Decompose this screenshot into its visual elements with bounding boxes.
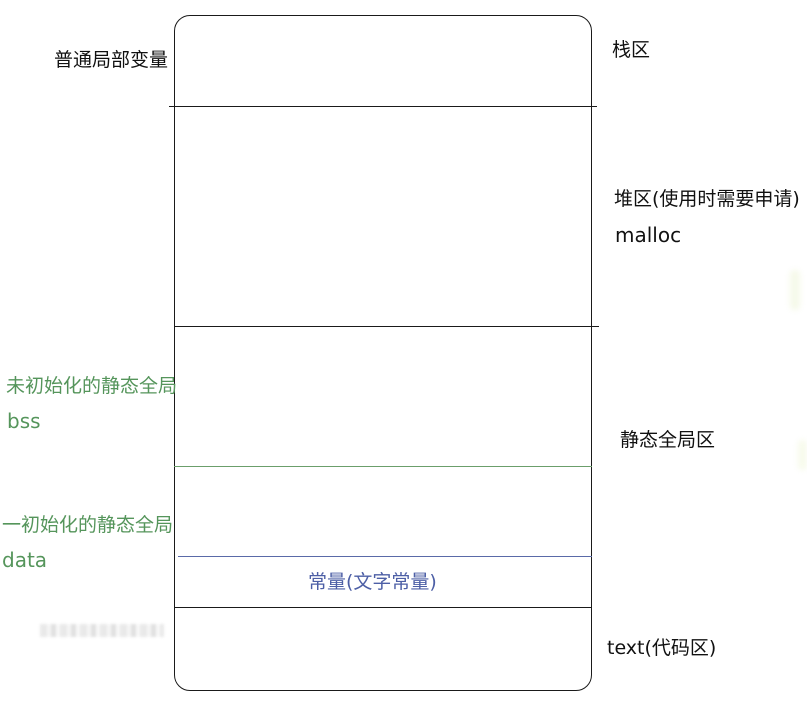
heap-static-divider bbox=[174, 326, 599, 327]
memory-block-outline bbox=[174, 15, 592, 691]
bss-left-sublabel: bss bbox=[7, 409, 41, 433]
data-constant-divider bbox=[178, 556, 592, 557]
heap-right-sublabel: malloc bbox=[615, 223, 682, 247]
edge-artifact bbox=[798, 440, 807, 470]
data-left-label: 一初始化的静态全局 bbox=[2, 514, 174, 536]
static-global-right-label: 静态全局区 bbox=[620, 429, 716, 451]
bss-left-label: 未初始化的静态全局 bbox=[6, 375, 178, 397]
stack-left-label: 普通局部变量 bbox=[54, 49, 169, 71]
bss-data-divider bbox=[174, 466, 592, 467]
data-left-sublabel: data bbox=[2, 548, 48, 572]
constant-center-label: 常量(文字常量) bbox=[308, 571, 437, 593]
constant-text-divider bbox=[174, 607, 592, 608]
blurred-artifact bbox=[40, 624, 164, 637]
edge-artifact bbox=[790, 270, 800, 310]
stack-heap-divider bbox=[169, 106, 597, 107]
text-right-label: text(代码区) bbox=[607, 637, 717, 659]
stack-right-label: 栈区 bbox=[612, 39, 651, 61]
heap-right-label: 堆区(使用时需要申请) bbox=[614, 188, 800, 210]
